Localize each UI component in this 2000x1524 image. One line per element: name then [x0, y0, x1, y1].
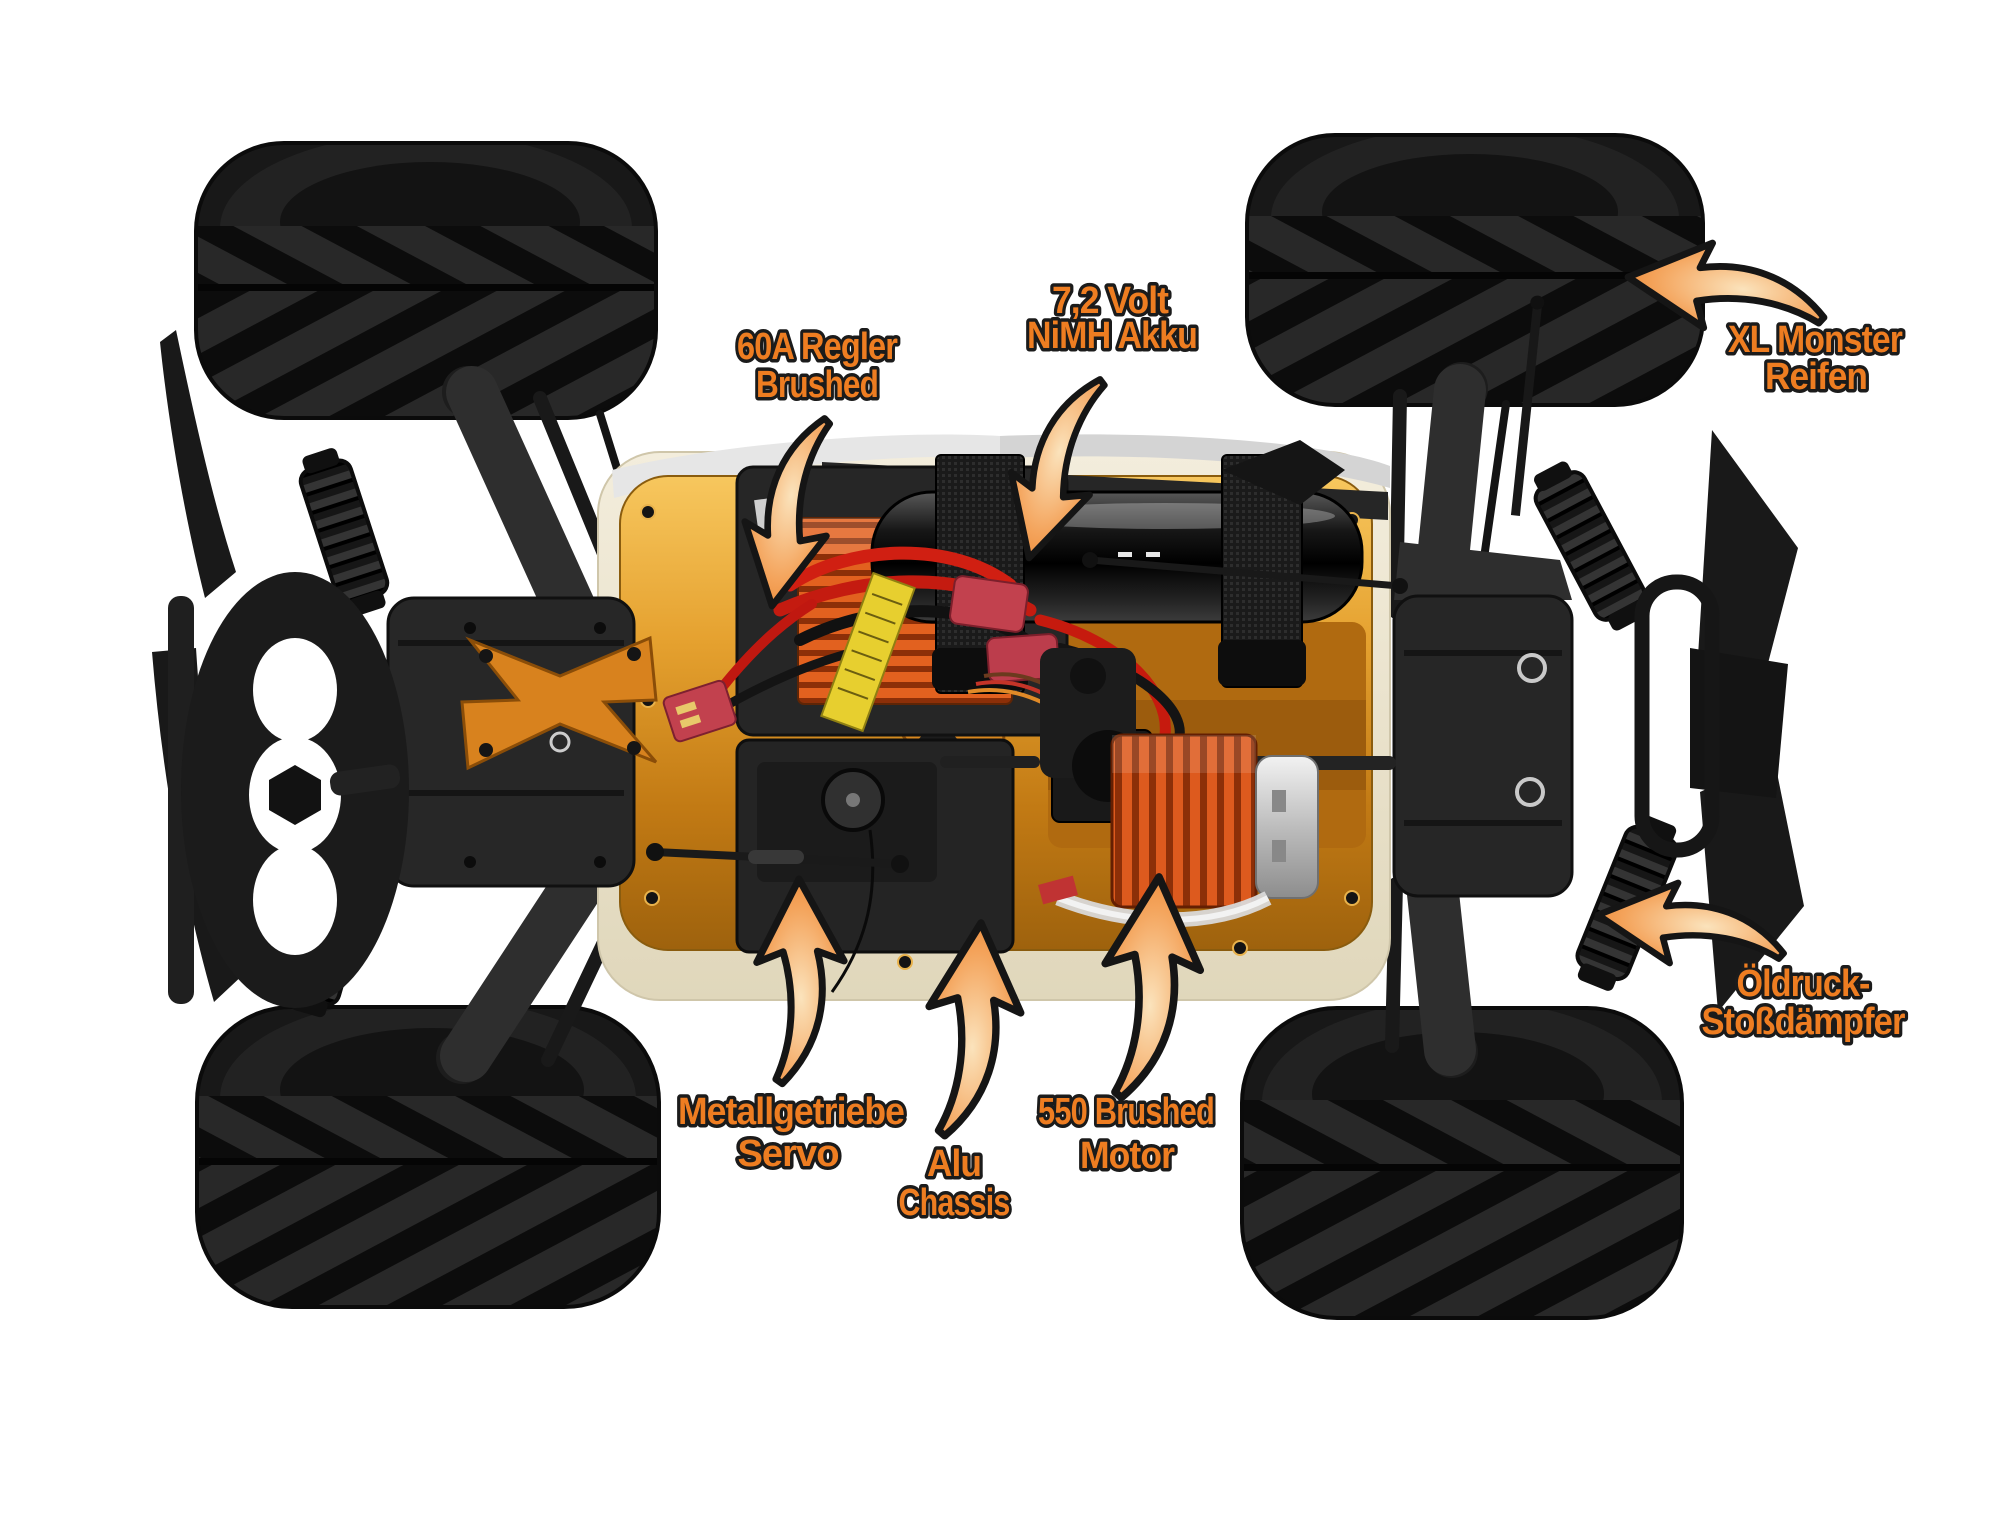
- label-regler-line2: Brushed: [756, 364, 878, 406]
- label-chassis-line2: Chassis: [899, 1182, 1010, 1224]
- bumper-fin-upper: [160, 330, 236, 598]
- tire-rear-right: [1240, 1006, 1684, 1320]
- label-reifen-line2: Reifen: [1765, 356, 1867, 398]
- power-wire-red: [783, 546, 1017, 592]
- tire-front-left: [194, 141, 658, 420]
- label-akku-line2: NiMH Akku: [1027, 315, 1197, 357]
- shock-spring-front-left: [298, 448, 390, 616]
- rear-fin-lower: [1700, 758, 1804, 1012]
- tire-rear-left: [195, 1005, 661, 1309]
- antenna-mast: [1510, 295, 1545, 516]
- antenna-wire: [830, 829, 875, 993]
- rear-loop-bar: [1634, 574, 1720, 858]
- motor-endbell: [1255, 755, 1319, 899]
- label-daempfer-line2: Stoßdämpfer: [1702, 1001, 1906, 1043]
- warning-label-yellow: [820, 571, 916, 733]
- label-reifen-line1: XL Monster: [1728, 319, 1903, 361]
- body-clip-icon: [1515, 777, 1545, 807]
- power-wire-black: [794, 605, 1046, 656]
- steering-linkage: [646, 552, 1408, 873]
- label-chassis-line1: Alu: [927, 1143, 981, 1185]
- tire-tread-lower: [196, 288, 656, 418]
- motor-550: [1072, 730, 1319, 909]
- label-motor-line2: Motor: [1080, 1135, 1175, 1177]
- front-bumper: [152, 330, 409, 1008]
- callout-labels: 60A Regler Brushed 7,2 Volt NiMH Akku XL…: [675, 277, 1911, 1228]
- body-shell-edge-left: [612, 434, 1000, 498]
- rear-fin-upper: [1698, 430, 1798, 694]
- label-servo-line2: Servo: [738, 1133, 839, 1175]
- body-clip-icon: [549, 731, 571, 753]
- bulkhead-right: [1392, 542, 1574, 898]
- heat-shrink-red: [1038, 875, 1078, 905]
- deans-t-plug-left: [662, 679, 737, 743]
- label-servo-line1: Metallgetriebe: [678, 1091, 904, 1133]
- tire-tread-upper: [196, 226, 656, 288]
- tire-front-right: [1245, 133, 1705, 407]
- strap-end-flap: [1222, 440, 1345, 505]
- label-daempfer-line1: Öldruck-: [1737, 962, 1870, 1005]
- label-regler-line1: 60A Regler: [737, 326, 898, 368]
- label-motor-line1: 550 Brushed: [1038, 1091, 1214, 1133]
- driveshaft-front: [940, 756, 1040, 768]
- rear-skid-plates: [1634, 430, 1804, 1012]
- turnbuckle: [748, 850, 804, 864]
- label-akku-line1: 7,2 Volt: [1052, 280, 1169, 322]
- shock-tower-front: [460, 635, 658, 771]
- hex-cutout: [269, 765, 321, 825]
- body-clip-icon: [1517, 653, 1547, 683]
